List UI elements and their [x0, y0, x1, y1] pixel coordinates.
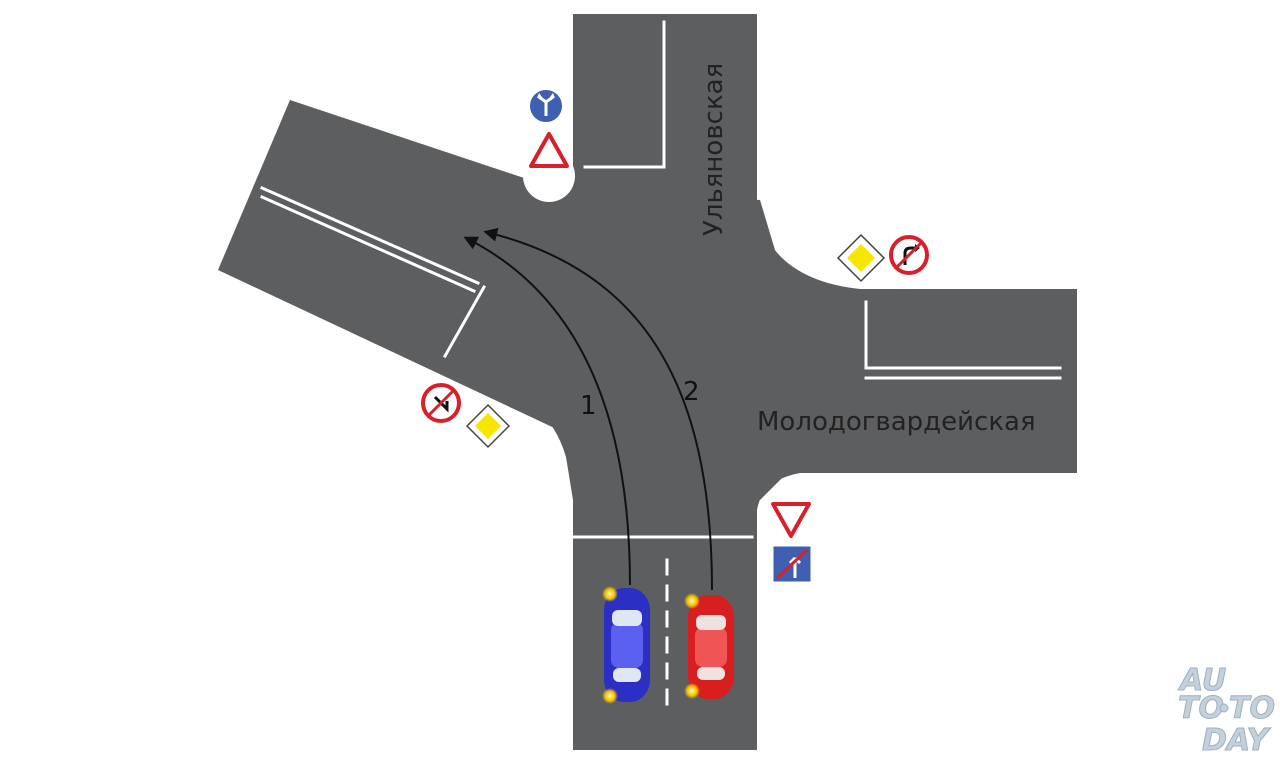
no-right-turn-sign-left: [421, 383, 461, 423]
red-car-flare-rear: [684, 683, 700, 699]
route-1-label: 1: [580, 391, 597, 421]
yield-sign-inverted: [771, 502, 811, 538]
route-1-arrow: [463, 236, 631, 586]
priority-road-sign-left: [465, 403, 511, 449]
autotoday-logo: AU TO TO DAY: [1178, 663, 1276, 759]
logo-line-3: DAY: [1202, 723, 1272, 758]
red-car: [684, 593, 734, 699]
sign-group-right: [836, 233, 929, 283]
logo-dot: [1219, 703, 1229, 713]
no-right-turn-sign: [889, 235, 929, 275]
sign-group-bottom-right: [771, 502, 812, 583]
lane-direction-sign: [528, 88, 564, 124]
blue-car-windshield: [612, 610, 642, 626]
corner-bottom-left: [520, 400, 573, 500]
route-2-label: 2: [683, 377, 700, 407]
blue-car: [602, 586, 650, 704]
right-stop-line: [864, 300, 1062, 370]
blue-car-flare-rear: [602, 688, 618, 704]
logo-line-2b: TO: [1229, 691, 1275, 726]
red-car-rear-window: [697, 667, 725, 680]
logo-line-1: AU: [1178, 663, 1226, 698]
blue-car-roof: [611, 622, 643, 668]
road-markings: [260, 20, 1062, 710]
yield-sign: [529, 132, 569, 168]
blue-car-rear-window: [613, 668, 641, 682]
route-2-arrow: [483, 227, 713, 591]
logo-line-2a: TO: [1178, 691, 1224, 726]
diagonal-double-line-a: [260, 186, 480, 285]
corner-bottom-right: [757, 473, 800, 510]
sign-group-left: [421, 383, 511, 449]
street-label-horizontal: Молодогвардейская: [757, 407, 1036, 437]
road-horizontal: [740, 289, 1077, 473]
lane-end-sign: [772, 545, 812, 583]
priority-road-sign: [836, 233, 886, 283]
diagonal-stop-line: [442, 284, 487, 359]
top-stop-line: [583, 20, 666, 169]
sign-group-top-left: [528, 88, 569, 168]
red-car-windshield: [696, 615, 726, 630]
red-car-roof: [695, 627, 727, 667]
blue-car-flare-front: [602, 586, 618, 602]
corner-cutout-top-right: [757, 215, 856, 289]
road-junction: [500, 190, 790, 500]
red-car-flare-front: [684, 593, 700, 609]
road-diagonal: [218, 100, 590, 440]
diagonal-double-line-b: [260, 195, 476, 293]
street-label-vertical: Ульяновская: [699, 63, 729, 236]
